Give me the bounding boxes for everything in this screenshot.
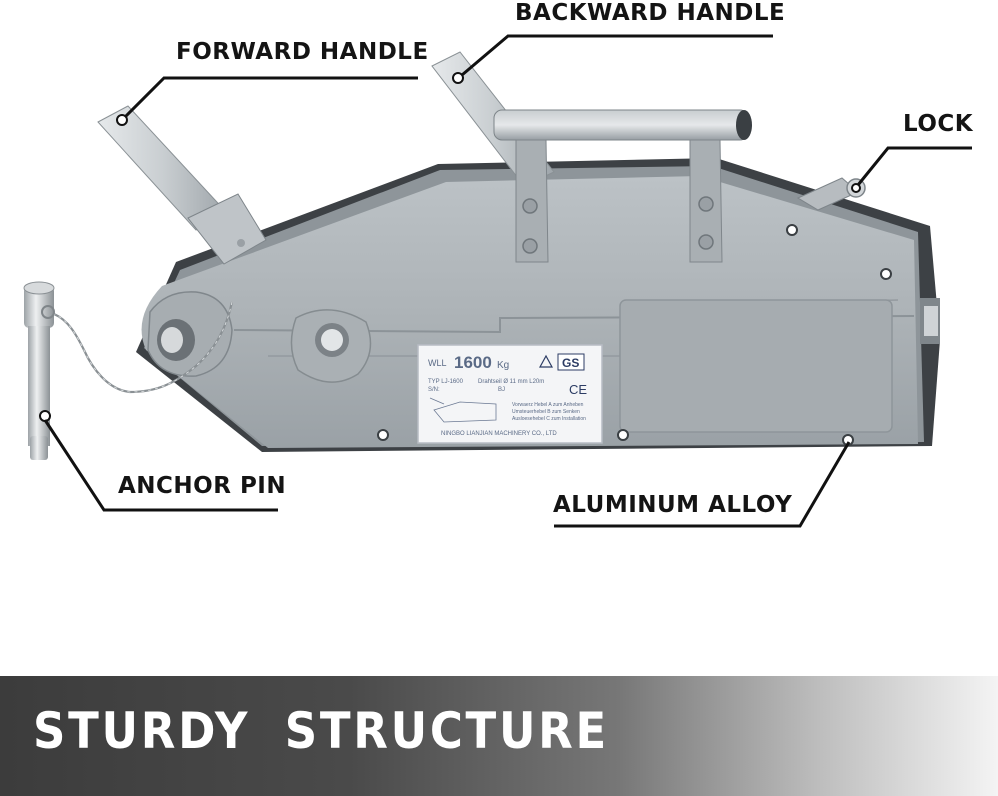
aluminum-alloy-leader bbox=[554, 441, 851, 528]
banner-title: STURDY STRUCTURE bbox=[33, 702, 609, 760]
type-line: TYP LJ-1600 bbox=[428, 379, 464, 385]
warning-triangle-icon bbox=[538, 354, 554, 368]
gs-mark-icon bbox=[557, 353, 585, 371]
forward-handle-leader bbox=[123, 76, 418, 119]
callout-lines bbox=[43, 34, 972, 528]
anchor-pin-leader bbox=[43, 419, 278, 512]
forward-handle bbox=[97, 105, 267, 265]
bj-line: BJ bbox=[498, 387, 505, 393]
instruction-2: Umsteuerhebel B zum Senken bbox=[512, 409, 580, 415]
rope-line: Drahtseil Ø 11 mm L20m bbox=[478, 379, 544, 385]
backward-handle-label: BACKWARD HANDLE bbox=[515, 0, 786, 26]
wll-unit: Kg bbox=[497, 360, 509, 371]
wll-label: WLL bbox=[428, 358, 447, 368]
wll-value: 1600 bbox=[454, 353, 492, 372]
forward-handle-label: FORWARD HANDLE bbox=[176, 39, 429, 65]
aluminum-alloy-label: ALUMINUM ALLOY bbox=[553, 492, 793, 518]
pulley bbox=[147, 291, 372, 383]
winch-illustration: WLL 1600 Kg TYP LJ-1600 S/N: Drahtseil Ø… bbox=[23, 34, 972, 528]
winch-diagram-icon bbox=[429, 397, 497, 423]
anchor-pin bbox=[23, 281, 55, 460]
backward-handle-leader bbox=[461, 34, 773, 77]
instruction-3: Ausloesehebel C zum Installation bbox=[512, 416, 586, 422]
manufacturer: NINGBO LIANJIAN MACHINERY CO., LTD bbox=[441, 431, 557, 437]
anchor-chain bbox=[53, 301, 234, 394]
anchor-pin-label: ANCHOR PIN bbox=[118, 473, 287, 499]
sn-line: S/N: bbox=[428, 387, 440, 393]
carry-handle bbox=[493, 109, 752, 263]
gs-mark: GS bbox=[562, 356, 579, 370]
feature-banner: STURDY STRUCTURE bbox=[0, 676, 998, 796]
ce-mark: CE bbox=[569, 382, 587, 397]
lock-label: LOCK bbox=[903, 111, 974, 137]
nameplate: WLL 1600 Kg TYP LJ-1600 S/N: Drahtseil Ø… bbox=[417, 344, 603, 444]
instruction-1: Vorwaerz Hebel A zum Anheben bbox=[512, 402, 584, 408]
lock-leader bbox=[856, 146, 972, 186]
